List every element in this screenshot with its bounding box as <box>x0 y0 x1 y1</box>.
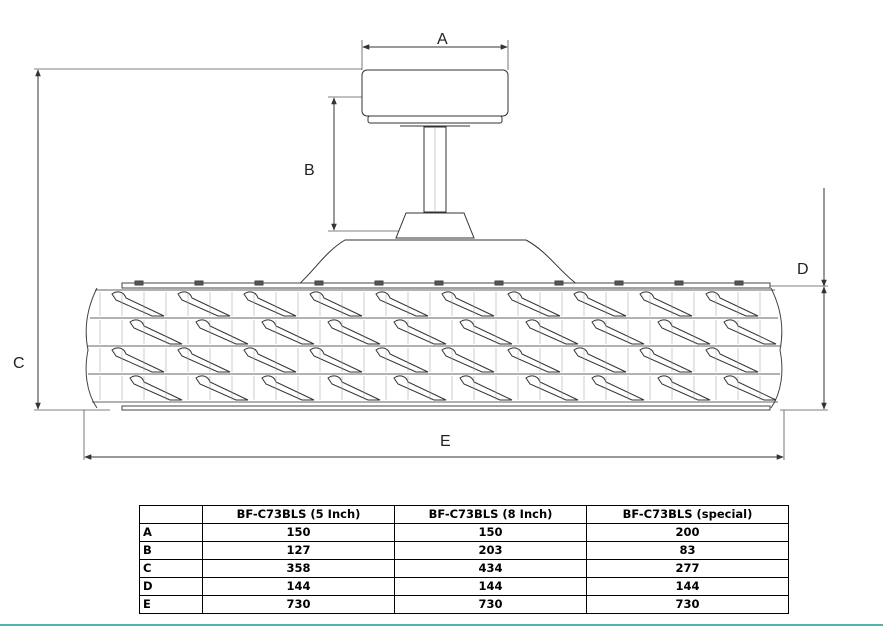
blade-louvre <box>261 319 315 345</box>
blade-louvre <box>375 347 429 373</box>
cell-value: 277 <box>586 559 789 578</box>
label-B: B <box>304 162 315 179</box>
table-row: E 730 730 730 <box>139 595 789 614</box>
blade-louvre <box>309 347 363 373</box>
cell-value: 83 <box>586 541 789 560</box>
row-label: B <box>139 541 203 560</box>
blade-cage <box>85 280 783 411</box>
table-row: C 358 434 277 <box>139 559 789 578</box>
row-label: E <box>139 595 203 614</box>
blade-louvre <box>129 319 183 345</box>
blade-louvre <box>723 375 777 401</box>
blade-louvre <box>525 375 579 401</box>
blade-louvre <box>243 347 297 373</box>
blade-louvre <box>525 319 579 345</box>
blade-louvre <box>393 375 447 401</box>
cell-value: 730 <box>394 595 587 614</box>
mounting-screw <box>254 280 264 286</box>
blade-louvre <box>459 375 513 401</box>
blade-louvre <box>657 375 711 401</box>
cell-value: 127 <box>202 541 395 560</box>
mounting-screw <box>734 280 744 286</box>
dimension-lines <box>35 44 827 460</box>
header-5-inch: BF-C73BLS (5 Inch) <box>202 505 395 524</box>
cell-value: 203 <box>394 541 587 560</box>
table-row: D 144 144 144 <box>139 577 789 596</box>
blade-louvre <box>375 291 429 317</box>
blade-louvre <box>441 347 495 373</box>
blade-louvre <box>657 319 711 345</box>
bottom-rule <box>0 624 883 626</box>
cell-value: 730 <box>586 595 789 614</box>
blade-louvre <box>591 375 645 401</box>
mounting-screw <box>374 280 384 286</box>
mounting-screw <box>434 280 444 286</box>
blade-louvre <box>111 347 165 373</box>
blade-louvre <box>573 291 627 317</box>
dimensions-table: BF-C73BLS (5 Inch) BF-C73BLS (8 Inch) BF… <box>139 505 789 614</box>
label-C: C <box>13 355 25 372</box>
blade-louvre <box>177 347 231 373</box>
blade-louvre <box>243 291 297 317</box>
blade-louvre <box>705 291 759 317</box>
header-8-inch: BF-C73BLS (8 Inch) <box>394 505 587 524</box>
cell-value: 144 <box>586 577 789 596</box>
blade-louvre <box>327 375 381 401</box>
fan-technical-drawing: A B C D E <box>13 31 828 460</box>
cell-value: 150 <box>394 523 587 542</box>
blade-louvre <box>195 375 249 401</box>
blade-louvre <box>111 291 165 317</box>
cell-value: 730 <box>202 595 395 614</box>
blade-louvre <box>639 347 693 373</box>
mounting-screw <box>674 280 684 286</box>
blade-louvre <box>393 319 447 345</box>
mounting-screw <box>614 280 624 286</box>
header-special: BF-C73BLS (special) <box>586 505 789 524</box>
blade-louvre <box>129 375 183 401</box>
blade-louvre <box>573 347 627 373</box>
table-header-row: BF-C73BLS (5 Inch) BF-C73BLS (8 Inch) BF… <box>139 505 789 524</box>
header-empty <box>139 505 203 524</box>
cell-value: 200 <box>586 523 789 542</box>
blade-louvre <box>177 291 231 317</box>
cell-value: 358 <box>202 559 395 578</box>
mounting-screw <box>314 280 324 286</box>
label-A: A <box>437 31 448 48</box>
row-label: C <box>139 559 203 578</box>
mounting-screw <box>194 280 204 286</box>
blade-louvre <box>459 319 513 345</box>
blade-louvre <box>639 291 693 317</box>
blade-louvre <box>195 319 249 345</box>
blade-louvre <box>261 375 315 401</box>
label-D: D <box>797 261 809 278</box>
mounting-screw <box>554 280 564 286</box>
motor-housing <box>296 212 580 286</box>
cell-value: 144 <box>202 577 395 596</box>
canopy <box>361 69 509 127</box>
row-label: D <box>139 577 203 596</box>
downrod <box>423 126 447 213</box>
blade-louvre <box>309 291 363 317</box>
blade-louvre <box>327 319 381 345</box>
blade-louvre <box>507 347 561 373</box>
blade-louvre <box>507 291 561 317</box>
cell-value: 434 <box>394 559 587 578</box>
table-row: A 150 150 200 <box>139 523 789 542</box>
mounting-screw <box>494 280 504 286</box>
cell-value: 150 <box>202 523 395 542</box>
blade-louvre <box>591 319 645 345</box>
label-E: E <box>440 433 451 450</box>
blade-louvre <box>441 291 495 317</box>
blade-louvre <box>723 319 777 345</box>
blade-louvre <box>705 347 759 373</box>
row-label: A <box>139 523 203 542</box>
table-row: B 127 203 83 <box>139 541 789 560</box>
mounting-screw <box>134 280 144 286</box>
cell-value: 144 <box>394 577 587 596</box>
